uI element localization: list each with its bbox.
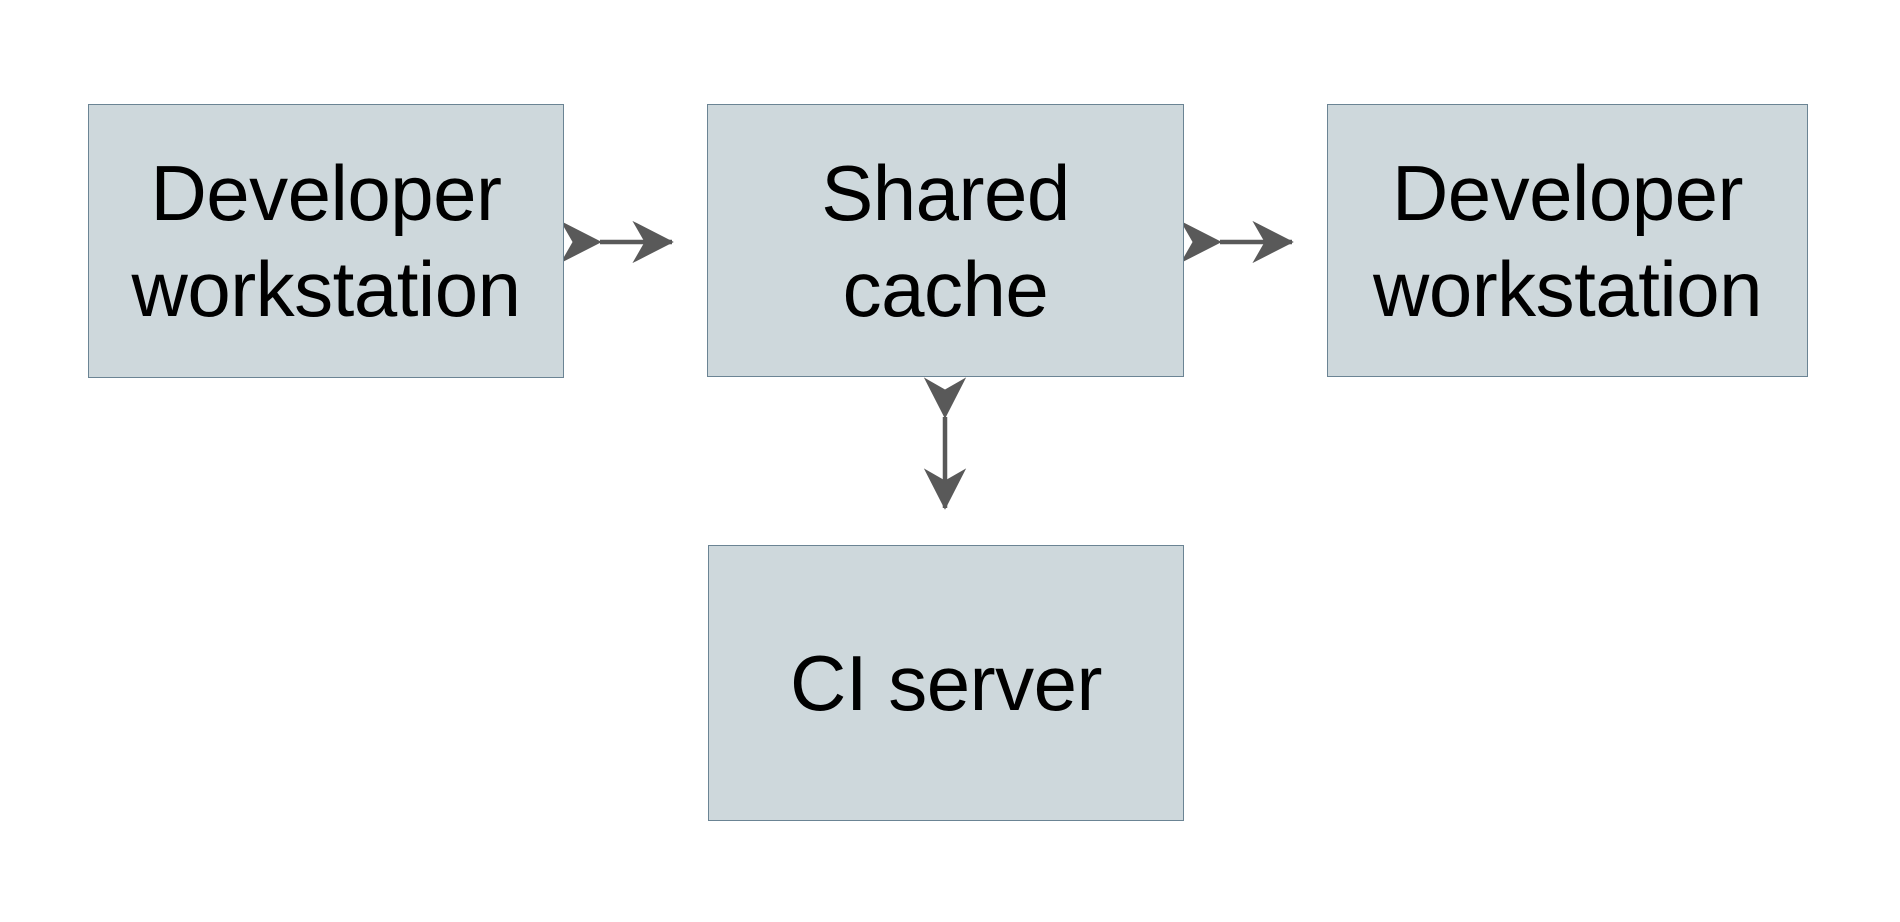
node-label-developer-workstation-left: Developer workstation — [131, 149, 522, 333]
node-developer-workstation-right[interactable]: Developer workstation — [1327, 104, 1808, 377]
edge-cache-ci-server[interactable] — [923, 374, 967, 548]
node-developer-workstation-left[interactable]: Developer workstation — [88, 104, 564, 378]
node-shared-cache[interactable]: Shared cache — [707, 104, 1184, 377]
node-ci-server[interactable]: CI server — [708, 545, 1184, 821]
node-label-ci-server: CI server — [790, 639, 1102, 727]
node-label-shared-cache: Shared cache — [821, 148, 1070, 333]
edge-cache-dev-right[interactable] — [1180, 220, 1332, 264]
edge-dev-left-cache[interactable] — [560, 220, 712, 264]
node-label-developer-workstation-right: Developer workstation — [1373, 148, 1763, 333]
